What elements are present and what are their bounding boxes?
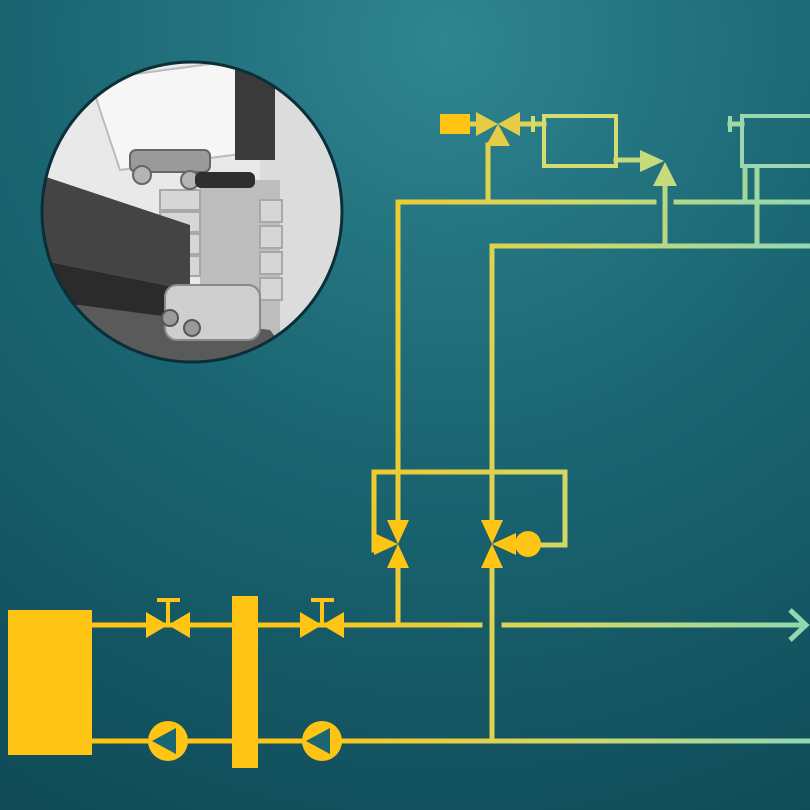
- three-way-valve-icon: [476, 112, 520, 146]
- pump-icon: [148, 721, 188, 761]
- gate-valve-icon: [300, 598, 344, 638]
- pipe-network: [89, 121, 810, 744]
- radiator-valve-photo-icon: [42, 62, 342, 362]
- bypass-loop: [371, 469, 568, 553]
- actuator-dot-icon: [515, 531, 541, 557]
- inset-border: [40, 60, 344, 364]
- valve-head-block-icon: [440, 114, 470, 134]
- radiator-icon: [728, 114, 810, 168]
- gate-valve-icon: [146, 598, 190, 638]
- manifold-bar-icon: [232, 596, 258, 768]
- radiator-icon: [531, 114, 618, 168]
- boiler-block-icon: [8, 610, 92, 755]
- three-way-valve-icon: [481, 520, 516, 568]
- three-way-valve-icon: [374, 520, 409, 568]
- three-way-valve-icon: [640, 150, 677, 186]
- arrow-right-icon: [788, 608, 810, 642]
- pump-icon: [302, 721, 342, 761]
